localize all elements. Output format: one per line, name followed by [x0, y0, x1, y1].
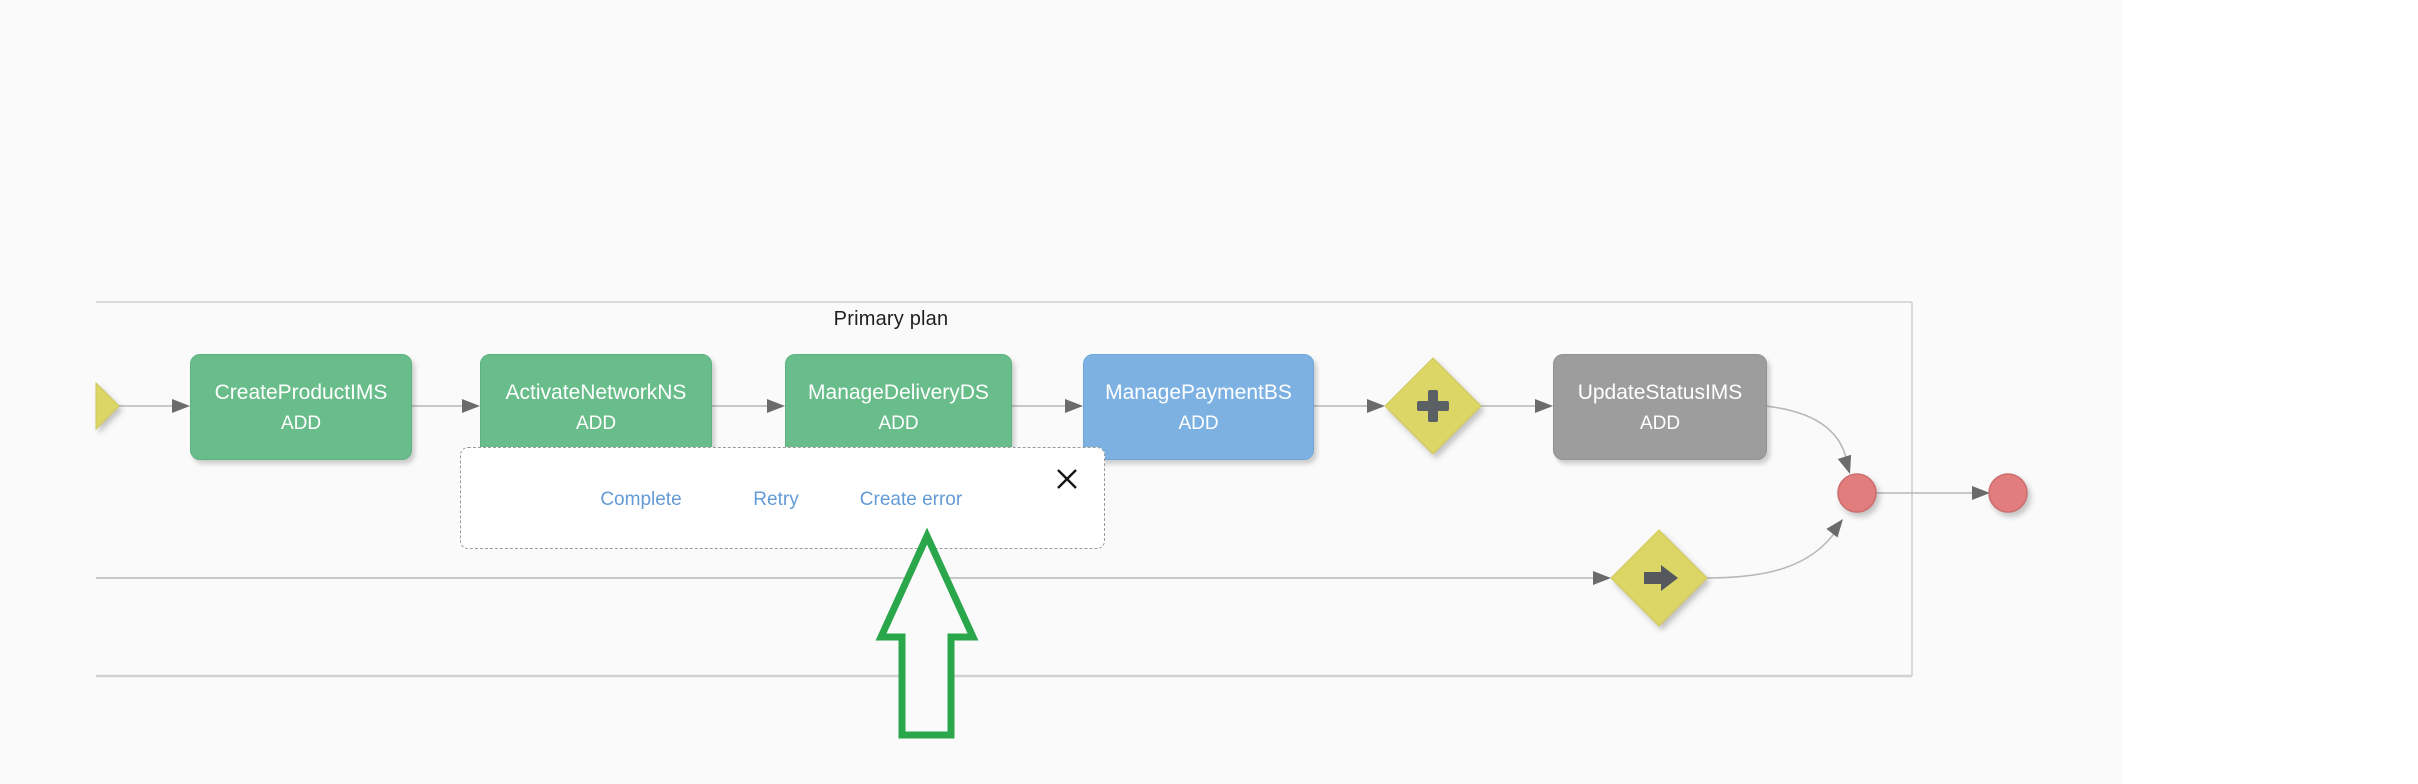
- task-update-status[interactable]: UpdateStatusIMS ADD: [1553, 354, 1767, 460]
- task-create-product[interactable]: CreateProductIMS ADD: [190, 354, 412, 460]
- task-manage-delivery[interactable]: ManageDeliveryDS ADD: [785, 354, 1012, 460]
- parallel-gateway[interactable]: [1384, 357, 1482, 455]
- arrowhead-icon: [1593, 571, 1611, 585]
- arrowhead-icon: [1535, 399, 1553, 413]
- lane-primary-plan: [96, 301, 1913, 678]
- arrowhead-icon: [1837, 454, 1852, 474]
- arrowhead-icon: [1826, 519, 1843, 538]
- lane-title: Primary plan: [833, 308, 949, 330]
- task-activate-network[interactable]: ActivateNetworkNS ADD: [480, 354, 712, 460]
- flow-curve-to-end: [1706, 527, 1839, 579]
- edge-half-gateway[interactable]: [95, 381, 120, 431]
- task-badge: ADD: [1639, 412, 1681, 434]
- task-label: ManagePaymentBS: [1105, 380, 1292, 404]
- task-badge: ADD: [878, 412, 919, 434]
- arrowhead-icon: [1065, 399, 1083, 413]
- arrowhead-icon: [767, 399, 785, 413]
- retry-button[interactable]: Retry: [753, 489, 799, 510]
- complete-button[interactable]: Complete: [600, 489, 682, 510]
- sequence-flows-row1: [119, 405, 1972, 494]
- arrowhead-icon: [172, 399, 190, 413]
- task-label: ManageDeliveryDS: [808, 380, 989, 404]
- right-panel: [2122, 0, 2418, 784]
- plus-icon: [1417, 390, 1449, 422]
- message-gateway[interactable]: [1610, 529, 1708, 627]
- end-event[interactable]: [1988, 473, 2028, 513]
- arrowhead-icon: [462, 399, 480, 413]
- sequence-flows-row2: [96, 527, 1839, 579]
- arrowhead-icon: [1972, 486, 1990, 500]
- task-label: UpdateStatusIMS: [1577, 380, 1743, 404]
- create-error-button[interactable]: Create error: [859, 489, 963, 510]
- task-badge: ADD: [280, 412, 322, 434]
- task-manage-payment[interactable]: ManagePaymentBS ADD: [1083, 354, 1314, 460]
- end-event[interactable]: [1837, 473, 1877, 513]
- task-label: CreateProductIMS: [214, 380, 388, 404]
- flow-curve-to-end: [1764, 405, 1848, 463]
- arrowheads: [172, 399, 1990, 585]
- task-badge: ADD: [575, 412, 617, 434]
- close-icon[interactable]: [1054, 466, 1080, 492]
- task-action-popup: Complete Retry Create error: [460, 447, 1105, 549]
- arrowhead-icon: [1367, 399, 1385, 413]
- task-badge: ADD: [1178, 412, 1219, 434]
- task-label: ActivateNetworkNS: [505, 380, 687, 404]
- arrow-right-icon: [1644, 565, 1678, 591]
